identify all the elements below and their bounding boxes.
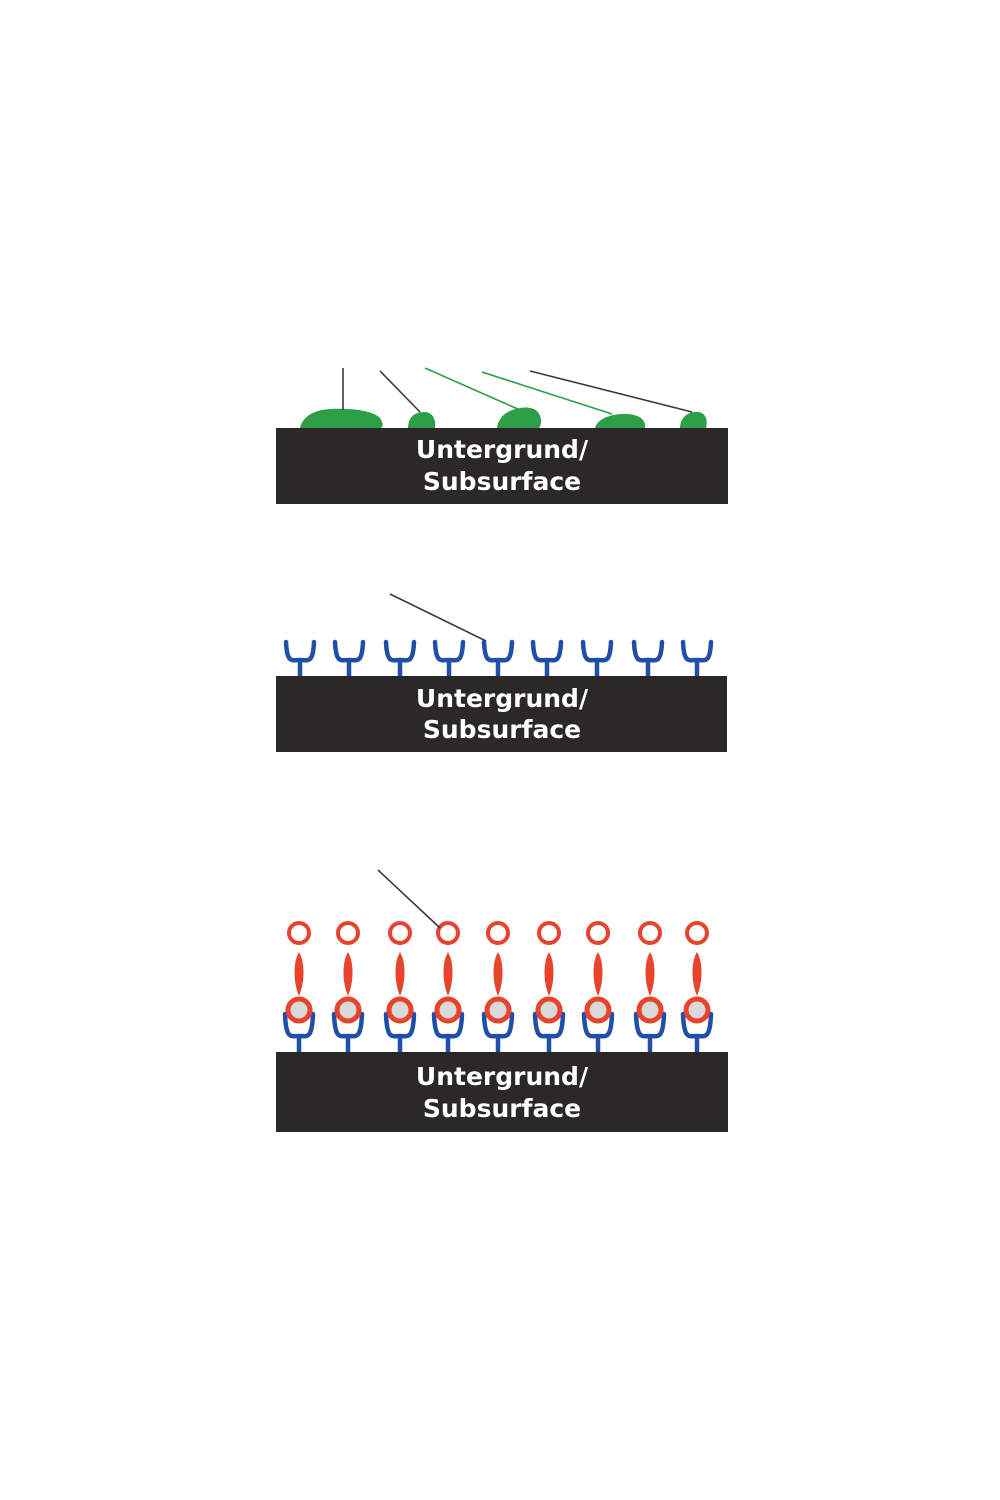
receptor [283, 639, 317, 676]
upper-ring [388, 921, 412, 945]
receptor-layer [283, 639, 714, 676]
lower-ring [636, 996, 664, 1024]
bound-molecule [581, 921, 615, 1052]
upper-ring [336, 921, 360, 945]
linker [443, 952, 453, 996]
lower-ring [434, 996, 462, 1024]
bound-molecule [282, 921, 316, 1052]
dirt-leader-line [379, 370, 421, 413]
substrate-1-label-line1: Untergrund/ [416, 435, 589, 464]
receptor-leader-line [389, 593, 487, 642]
substrate-1 [276, 428, 728, 504]
dirt-particles [300, 407, 707, 428]
upper-ring [638, 921, 662, 945]
substrate-3-label-line2: Subsurface [423, 1094, 581, 1123]
dirt-particle [595, 414, 646, 428]
panel-bound-molecules: Untergrund/ Subsurface [276, 869, 728, 1132]
dirt-leader-line [481, 371, 613, 415]
receptor-arms [383, 639, 417, 663]
receptor [332, 639, 366, 676]
substrate-2-label-line1: Untergrund/ [416, 684, 589, 713]
substrate-3 [276, 1052, 728, 1132]
receptor [530, 639, 564, 676]
molecule-leader-line [377, 869, 441, 929]
bound-molecule [532, 921, 566, 1052]
substrate-1-label-line2: Subsurface [423, 467, 581, 496]
bound-molecule [383, 921, 417, 1052]
lower-ring [683, 996, 711, 1024]
bound-molecule [331, 921, 365, 1052]
receptor-arms [680, 639, 714, 663]
upper-ring [486, 921, 510, 945]
bound-molecule [481, 921, 515, 1052]
lower-ring [386, 996, 414, 1024]
receptor [431, 1011, 465, 1052]
substrate-2-label-line2: Subsurface [423, 715, 581, 744]
receptor [481, 639, 515, 676]
linker [294, 952, 304, 996]
receptor [383, 639, 417, 676]
lower-ring [285, 996, 313, 1024]
bound-molecule [633, 921, 667, 1052]
lower-ring [535, 996, 563, 1024]
receptor [481, 1011, 515, 1052]
lower-ring [484, 996, 512, 1024]
dirt-particle [680, 411, 707, 428]
bound-molecule [431, 921, 465, 1052]
linker [395, 952, 405, 996]
panel-dirt: Untergrund/ Subsurface [276, 367, 728, 504]
dirt-leader-line [529, 370, 693, 413]
linker [593, 952, 603, 996]
substrate-2 [276, 676, 727, 752]
receptor [680, 1011, 714, 1052]
panel-receptors: Untergrund/ Subsurface [276, 593, 727, 752]
linker [343, 952, 353, 996]
upper-ring [586, 921, 610, 945]
receptor [633, 1011, 667, 1052]
receptor-arms [530, 639, 564, 663]
lower-ring [334, 996, 362, 1024]
receptor [580, 639, 614, 676]
linker [493, 952, 503, 996]
substrate-3-label-line1: Untergrund/ [416, 1062, 589, 1091]
receptor-arms [432, 639, 466, 663]
bound-molecule-layer [282, 921, 714, 1052]
linker [544, 952, 554, 996]
dirt-particle [408, 412, 436, 428]
upper-ring [537, 921, 561, 945]
dirt-leader-line [424, 367, 521, 411]
receptor [432, 639, 466, 676]
linker [692, 952, 702, 996]
upper-ring [287, 921, 311, 945]
receptor-arms [631, 639, 665, 663]
receptor [532, 1011, 566, 1052]
receptor [581, 1011, 615, 1052]
receptor-arms [580, 639, 614, 663]
upper-ring [685, 921, 709, 945]
upper-ring [436, 921, 460, 945]
lower-ring [584, 996, 612, 1024]
receptor [680, 639, 714, 676]
dirt-particle [300, 408, 383, 428]
receptor [383, 1011, 417, 1052]
receptor-arms [481, 639, 515, 663]
dirt-leader-lines [342, 367, 693, 415]
receptor [631, 639, 665, 676]
receptor [331, 1011, 365, 1052]
receptor [282, 1011, 316, 1052]
receptor-arms [332, 639, 366, 663]
dirt-particle [497, 407, 541, 428]
bound-molecule [680, 921, 714, 1052]
receptor-arms [283, 639, 317, 663]
linker [645, 952, 655, 996]
